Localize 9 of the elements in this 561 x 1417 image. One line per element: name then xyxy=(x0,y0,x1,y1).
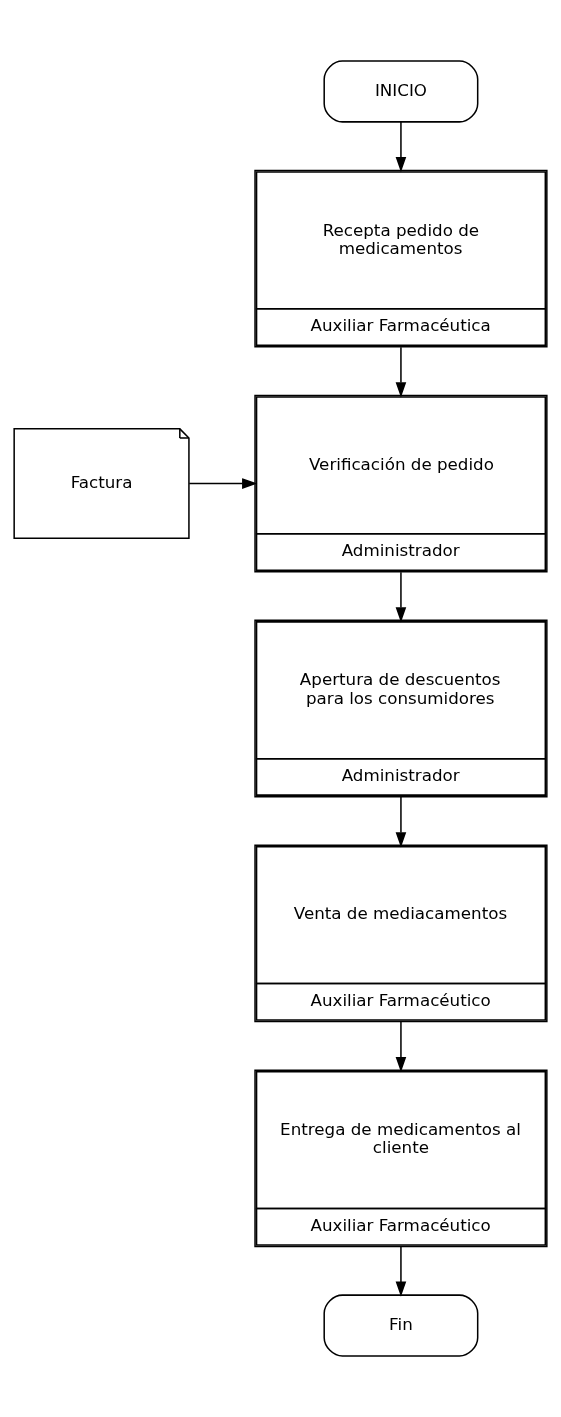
arrow xyxy=(395,346,407,398)
arrow xyxy=(395,1021,407,1073)
arrow xyxy=(395,121,407,173)
arrow xyxy=(395,796,407,848)
arrow xyxy=(188,478,258,489)
node-box: Fin xyxy=(323,1294,479,1357)
node-box: INICIO xyxy=(323,60,479,123)
arrow xyxy=(395,571,407,623)
arrow xyxy=(395,1246,407,1297)
